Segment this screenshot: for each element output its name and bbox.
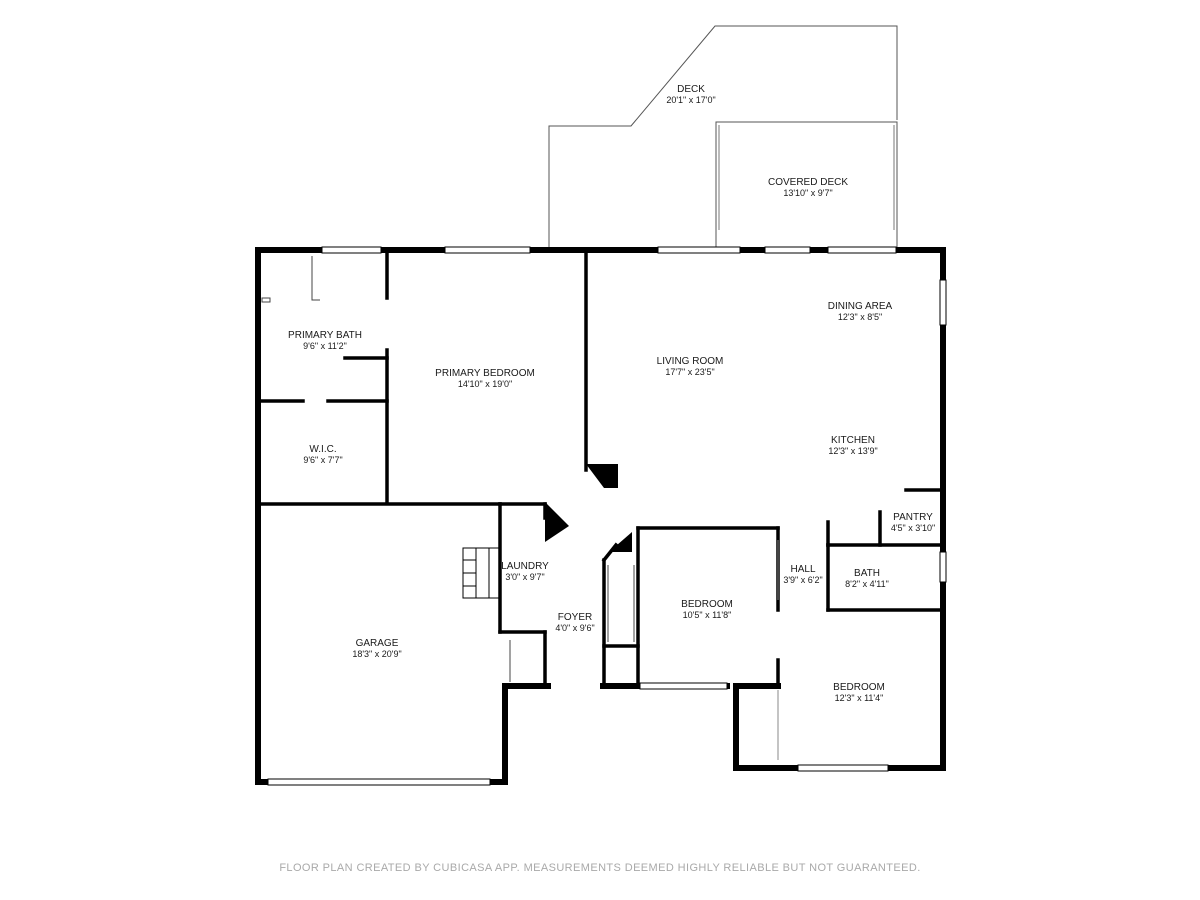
svg-text:3'0" x 9'7": 3'0" x 9'7"	[505, 572, 544, 582]
svg-text:12'3" x 13'9": 12'3" x 13'9"	[828, 446, 877, 456]
svg-text:GARAGE: GARAGE	[356, 638, 399, 649]
svg-text:PRIMARY BATH: PRIMARY BATH	[288, 330, 362, 341]
svg-text:12'3" x 8'5": 12'3" x 8'5"	[838, 312, 882, 322]
room-label-laundry: LAUNDRY 3'0" x 9'7"	[501, 561, 549, 582]
footer-disclaimer: FLOOR PLAN CREATED BY CUBICASA APP. MEAS…	[279, 862, 921, 874]
svg-text:KITCHEN: KITCHEN	[831, 435, 875, 446]
room-label-pantry: PANTRY 4'5" x 3'10"	[891, 512, 935, 533]
svg-text:BEDROOM: BEDROOM	[833, 682, 885, 693]
room-label-dining-area: DINING AREA 12'3" x 8'5"	[828, 301, 893, 322]
svg-text:14'10" x 19'0": 14'10" x 19'0"	[458, 379, 512, 389]
room-label-primary-bedroom: PRIMARY BEDROOM 14'10" x 19'0"	[435, 368, 535, 389]
svg-text:9'6" x 11'2": 9'6" x 11'2"	[303, 341, 347, 351]
svg-text:COVERED DECK: COVERED DECK	[768, 177, 848, 188]
svg-text:DECK: DECK	[677, 84, 705, 95]
svg-text:BATH: BATH	[854, 568, 880, 579]
svg-text:LAUNDRY: LAUNDRY	[501, 561, 549, 572]
room-label-foyer: FOYER 4'0" x 9'6"	[555, 612, 594, 633]
svg-text:10'5" x 11'8": 10'5" x 11'8"	[683, 610, 732, 620]
svg-text:DINING AREA: DINING AREA	[828, 301, 893, 312]
deck-outline	[548, 25, 898, 248]
svg-text:PRIMARY BEDROOM: PRIMARY BEDROOM	[435, 368, 535, 379]
room-label-covered-deck: COVERED DECK 13'10" x 9'7"	[768, 177, 848, 198]
svg-text:BEDROOM: BEDROOM	[681, 599, 733, 610]
room-label-bedroom-2: BEDROOM 12'3" x 11'4"	[833, 682, 885, 703]
room-label-bedroom-1: BEDROOM 10'5" x 11'8"	[681, 599, 733, 620]
svg-text:W.I.C.: W.I.C.	[309, 444, 336, 455]
stairs	[462, 547, 502, 599]
svg-text:HALL: HALL	[790, 564, 815, 575]
svg-text:13'10" x 9'7": 13'10" x 9'7"	[783, 188, 832, 198]
windows	[267, 246, 947, 786]
room-label-hall: HALL 3'9" x 6'2"	[783, 564, 822, 585]
svg-text:3'9" x 6'2": 3'9" x 6'2"	[783, 575, 822, 585]
svg-text:9'6" x 7'7": 9'6" x 7'7"	[303, 455, 342, 465]
svg-text:18'3" x 20'9": 18'3" x 20'9"	[352, 649, 401, 659]
svg-text:4'5" x 3'10": 4'5" x 3'10"	[891, 523, 935, 533]
svg-text:8'2" x 4'11": 8'2" x 4'11"	[845, 579, 889, 589]
interior-walls	[259, 252, 942, 688]
svg-text:LIVING ROOM: LIVING ROOM	[657, 356, 724, 367]
room-label-living-room: LIVING ROOM 17'7" x 23'5"	[657, 356, 724, 377]
room-label-wic: W.I.C. 9'6" x 7'7"	[303, 444, 342, 465]
svg-text:FOYER: FOYER	[558, 612, 592, 623]
svg-text:20'1" x 17'0": 20'1" x 17'0"	[666, 95, 715, 105]
room-label-primary-bath: PRIMARY BATH 9'6" x 11'2"	[288, 330, 362, 351]
svg-text:17'7" x 23'5": 17'7" x 23'5"	[665, 367, 714, 377]
room-label-bath: BATH 8'2" x 4'11"	[845, 568, 889, 589]
svg-text:PANTRY: PANTRY	[893, 512, 933, 523]
wall-wedges	[545, 464, 632, 552]
room-label-deck: DECK 20'1" x 17'0"	[666, 84, 715, 105]
svg-text:4'0" x 9'6": 4'0" x 9'6"	[555, 623, 594, 633]
fixtures	[261, 256, 779, 760]
svg-text:12'3" x 11'4": 12'3" x 11'4"	[835, 693, 884, 703]
room-label-garage: GARAGE 18'3" x 20'9"	[352, 638, 401, 659]
room-label-kitchen: KITCHEN 12'3" x 13'9"	[828, 435, 877, 456]
